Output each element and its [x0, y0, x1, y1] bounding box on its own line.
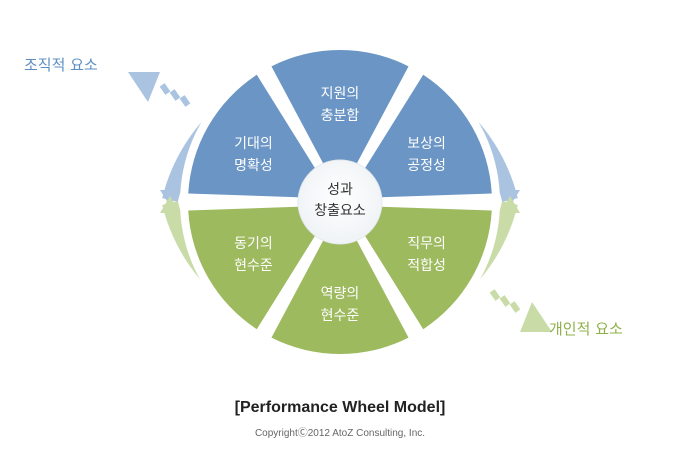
- individual-arc-left-arrowhead: [160, 196, 180, 213]
- segment-expectation-clarity-label-line1: 기대의: [234, 136, 273, 152]
- center-disc: [297, 159, 383, 245]
- segment-motivation-level: [188, 205, 334, 330]
- segment-motivation-level-label-line1: 동기의: [234, 236, 273, 252]
- segment-job-fit: [346, 205, 492, 330]
- organizational-factor-label: 조직적 요소: [24, 56, 98, 74]
- segment-competency-level-label-line2: 현수준: [321, 308, 360, 324]
- segment-support-sufficiency-label-line1: 지원의: [321, 86, 360, 102]
- segment-job-fit-label-line1: 직무의: [407, 236, 446, 252]
- center-label-line1: 성과: [327, 182, 353, 198]
- segment-competency-level-label-line1: 역량의: [321, 286, 360, 302]
- segment-expectation-clarity-label-line2: 명확성: [234, 158, 273, 174]
- copyright-notice: CopyrightⒸ2012 AtoZ Consulting, Inc.: [254, 428, 426, 439]
- segment-competency-level: [271, 209, 409, 354]
- diagram-caption: [Performance Wheel Model]: [234, 399, 446, 416]
- segment-support-sufficiency-label-line2: 충분함: [321, 108, 360, 124]
- organizational-arrow: [128, 72, 191, 107]
- segment-reward-fairness-label-line1: 보상의: [407, 136, 446, 152]
- segment-support-sufficiency: [271, 50, 409, 196]
- individual-arc-right-arrowhead: [500, 196, 520, 213]
- segment-reward-fairness-label-line2: 공정성: [407, 158, 446, 174]
- segment-motivation-level-label-line2: 현수준: [234, 258, 273, 274]
- center-label-line2: 창출요소: [314, 203, 366, 219]
- segment-job-fit-label-line2: 적합성: [407, 258, 446, 274]
- segment-reward-fairness: [346, 74, 492, 199]
- segment-expectation-clarity: [188, 74, 334, 199]
- individual-arrow: [489, 289, 552, 332]
- individual-factor-label: 개인적 요소: [549, 320, 623, 338]
